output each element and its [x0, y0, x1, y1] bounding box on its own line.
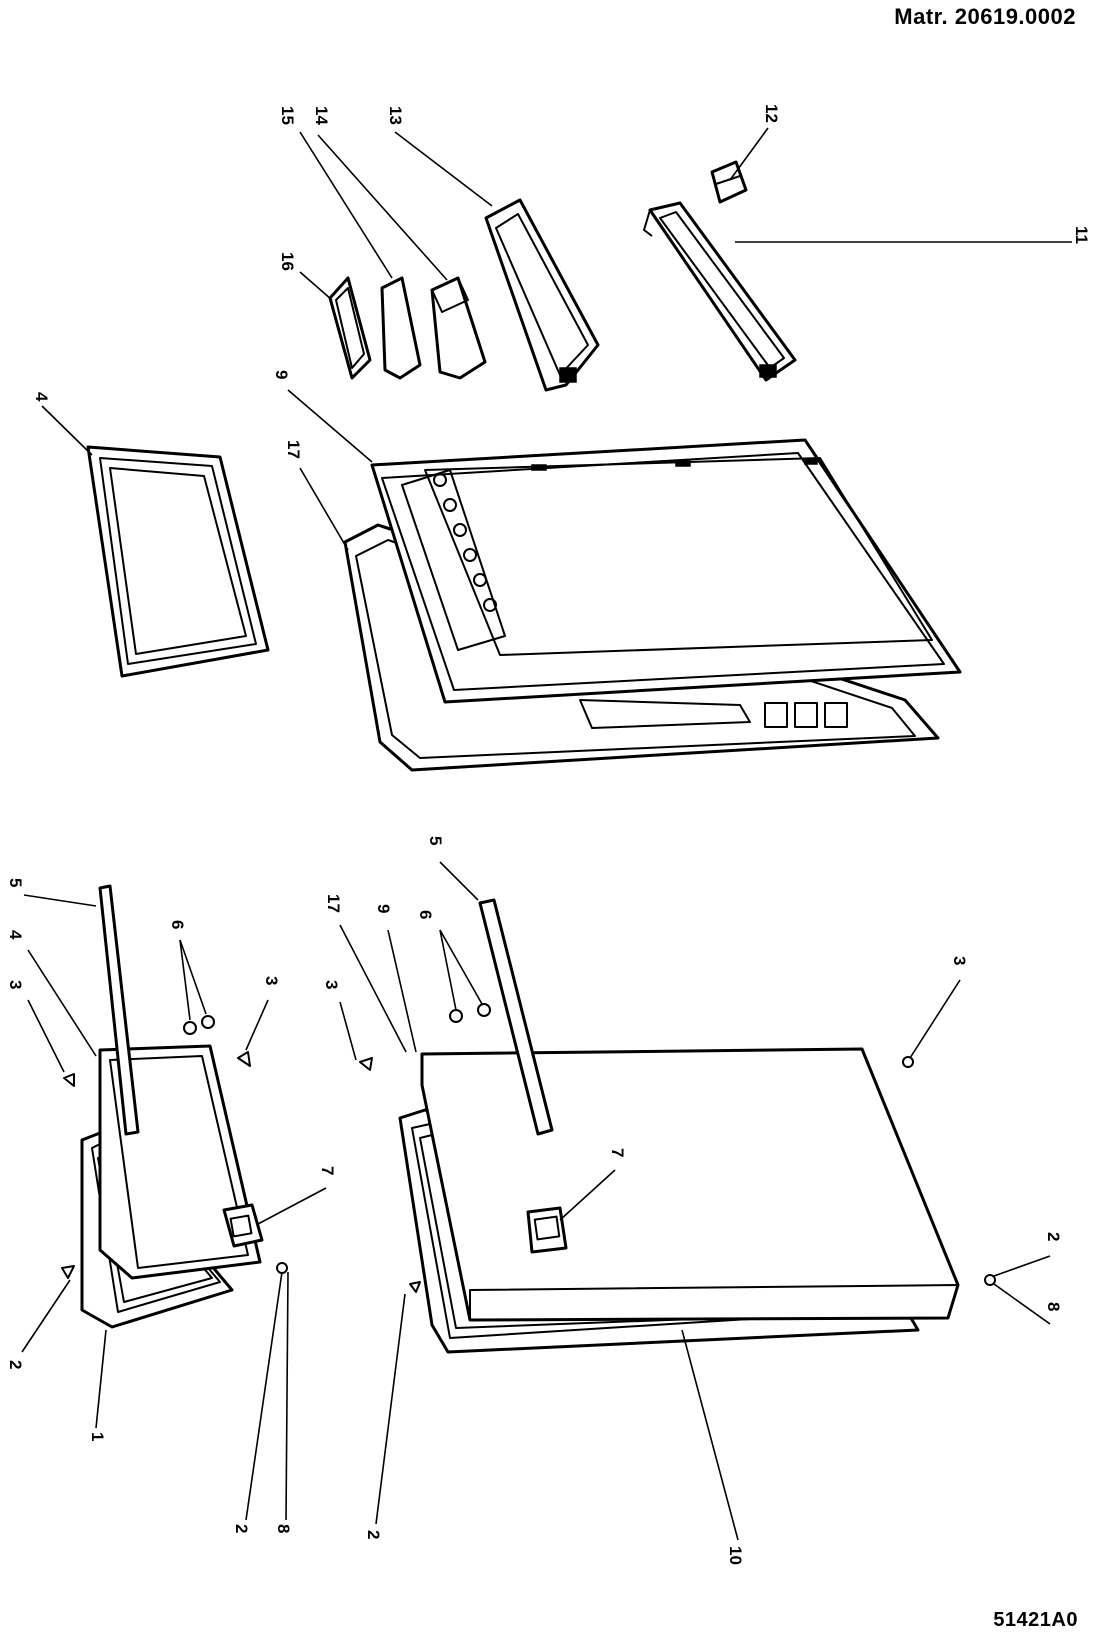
callout-8-left: 8: [274, 1524, 293, 1533]
callout-4-left: 4: [6, 930, 25, 940]
callout-2-center: 2: [364, 1530, 383, 1539]
callout-17-lower: 17: [324, 894, 343, 913]
part-14-butter-box: [430, 276, 487, 380]
callout-6-right: 6: [416, 910, 435, 919]
callout-13: 13: [386, 106, 405, 125]
part-7-hinge-block-right: [526, 1206, 568, 1254]
part-13-door-shelf: [484, 198, 600, 392]
part-3-caps-right: [359, 1056, 914, 1071]
callout-16: 16: [278, 252, 297, 271]
callout-6-left: 6: [168, 920, 187, 929]
callout-5-left: 5: [6, 878, 25, 887]
callout-11: 11: [1072, 226, 1091, 244]
callout-3-right: 3: [950, 956, 969, 965]
callout-9-lower: 9: [374, 904, 393, 913]
callout-3-left-a: 3: [6, 980, 25, 989]
part-7-hinge-block-left: [222, 1203, 264, 1248]
callout-3-center: 3: [322, 980, 341, 989]
callout-2-right: 2: [1044, 1232, 1063, 1241]
callout-5-right: 5: [426, 836, 445, 845]
callout-15: 15: [278, 106, 297, 125]
part-3-caps-left: [63, 1051, 251, 1087]
callout-7-right: 7: [608, 1148, 627, 1157]
part-9-inner-liner: [370, 438, 962, 704]
callout-3-left-b: 3: [262, 976, 281, 985]
part-12-clip: [710, 160, 748, 204]
part-6-screws-left: [183, 1015, 215, 1035]
part-5-hinge-bar-right: [478, 898, 554, 1136]
leader-lines: [21, 127, 1072, 1541]
part-9-large-door-liner: [420, 1047, 960, 1322]
part-15-lid: [380, 276, 422, 380]
part-4-small-door-panel: [98, 1044, 262, 1280]
drawing-code: 51421A0: [993, 1609, 1078, 1631]
callout-14: 14: [312, 106, 331, 125]
callout-2-left-b: 2: [232, 1524, 251, 1533]
callout-1: 1: [88, 1432, 107, 1441]
callout-labels: 4 16 15 14 13 12 11 9 17 5 4 3 6 3 7 2 1…: [6, 104, 1091, 1565]
part-5-hinge-bar-left: [98, 884, 140, 1136]
part-16-plate: [328, 276, 372, 380]
callout-17-upper: 17: [284, 440, 303, 459]
part-11-handle: [643, 201, 797, 382]
callout-10: 10: [726, 1546, 745, 1565]
callout-4-upper: 4: [32, 392, 51, 402]
callout-8-right: 8: [1044, 1302, 1063, 1311]
material-code: Matr. 20619.0002: [894, 4, 1076, 29]
callout-9-upper: 9: [272, 370, 291, 379]
callout-12: 12: [762, 104, 781, 123]
part-2-caps-right: [409, 1274, 996, 1293]
callout-2-left-a: 2: [6, 1360, 25, 1369]
part-4-door-gasket: [86, 445, 270, 678]
callout-7-left: 7: [318, 1166, 337, 1175]
